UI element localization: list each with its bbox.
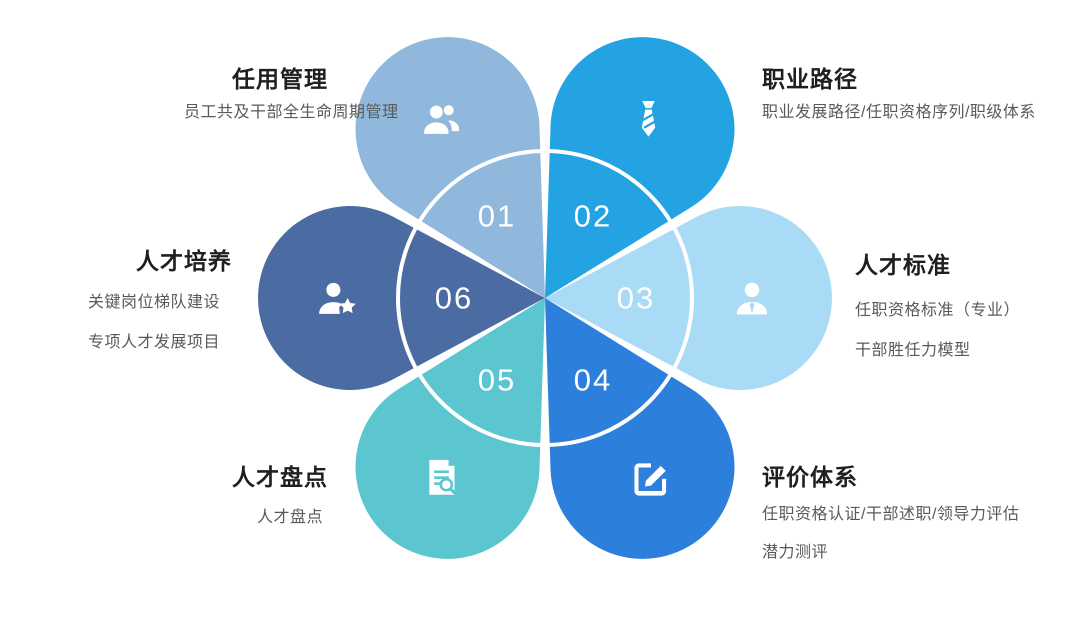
- petal-03-desc-1: 任职资格标准（专业）: [855, 302, 1021, 319]
- petal-01-title: 任用管理: [232, 66, 328, 92]
- petal-04-shape: [545, 298, 735, 559]
- petal-02-title: 职业路径: [762, 66, 858, 92]
- petal-04-number: 04: [574, 363, 612, 398]
- petal-06-desc-1: 关键岗位梯队建设: [88, 294, 221, 311]
- petal-03-desc-2: 干部胜任力模型: [855, 342, 971, 359]
- petal-04-title: 评价体系: [762, 464, 858, 490]
- petal-04-desc-2: 潜力测评: [762, 544, 829, 561]
- petal-06-shape: [258, 206, 545, 390]
- petal-05-number: 05: [478, 363, 516, 398]
- tie-icon: [641, 100, 657, 137]
- edit-icon: [634, 463, 667, 496]
- petal-05-title: 人才盘点: [232, 464, 328, 490]
- petal-03-title: 人才标准: [855, 252, 951, 278]
- petal-numbers: 01 02 03 04 05 06: [435, 199, 655, 398]
- center-ring: [396, 149, 694, 447]
- petal-04-desc-1: 任职资格认证/干部述职/领导力评估: [762, 506, 1020, 523]
- petal-06-desc-2: 专项人才发展项目: [88, 334, 221, 351]
- petal-01-desc-1: 员工共及干部全生命周期管理: [184, 104, 399, 121]
- petal-05-shape: [355, 298, 545, 559]
- petal-03-shape: [545, 206, 832, 390]
- doc-search-icon: [429, 459, 456, 495]
- people-icon: [424, 105, 460, 134]
- person-icon: [736, 282, 768, 315]
- petal-02-number: 02: [574, 199, 612, 234]
- petal-02-shape: [545, 37, 735, 298]
- person-star-icon: [319, 282, 356, 314]
- petal-icons: [319, 100, 768, 496]
- petal-01-number: 01: [478, 199, 516, 234]
- petal-05-desc-1: 人才盘点: [257, 509, 324, 526]
- petal-02-desc-1: 职业发展路径/任职资格序列/职级体系: [762, 104, 1036, 121]
- petal-06-title: 人才培养: [136, 248, 232, 274]
- petal-03-number: 03: [617, 281, 655, 316]
- petal-01-shape: [355, 37, 545, 298]
- petal-shapes: [258, 37, 832, 559]
- petal-06-number: 06: [435, 281, 473, 316]
